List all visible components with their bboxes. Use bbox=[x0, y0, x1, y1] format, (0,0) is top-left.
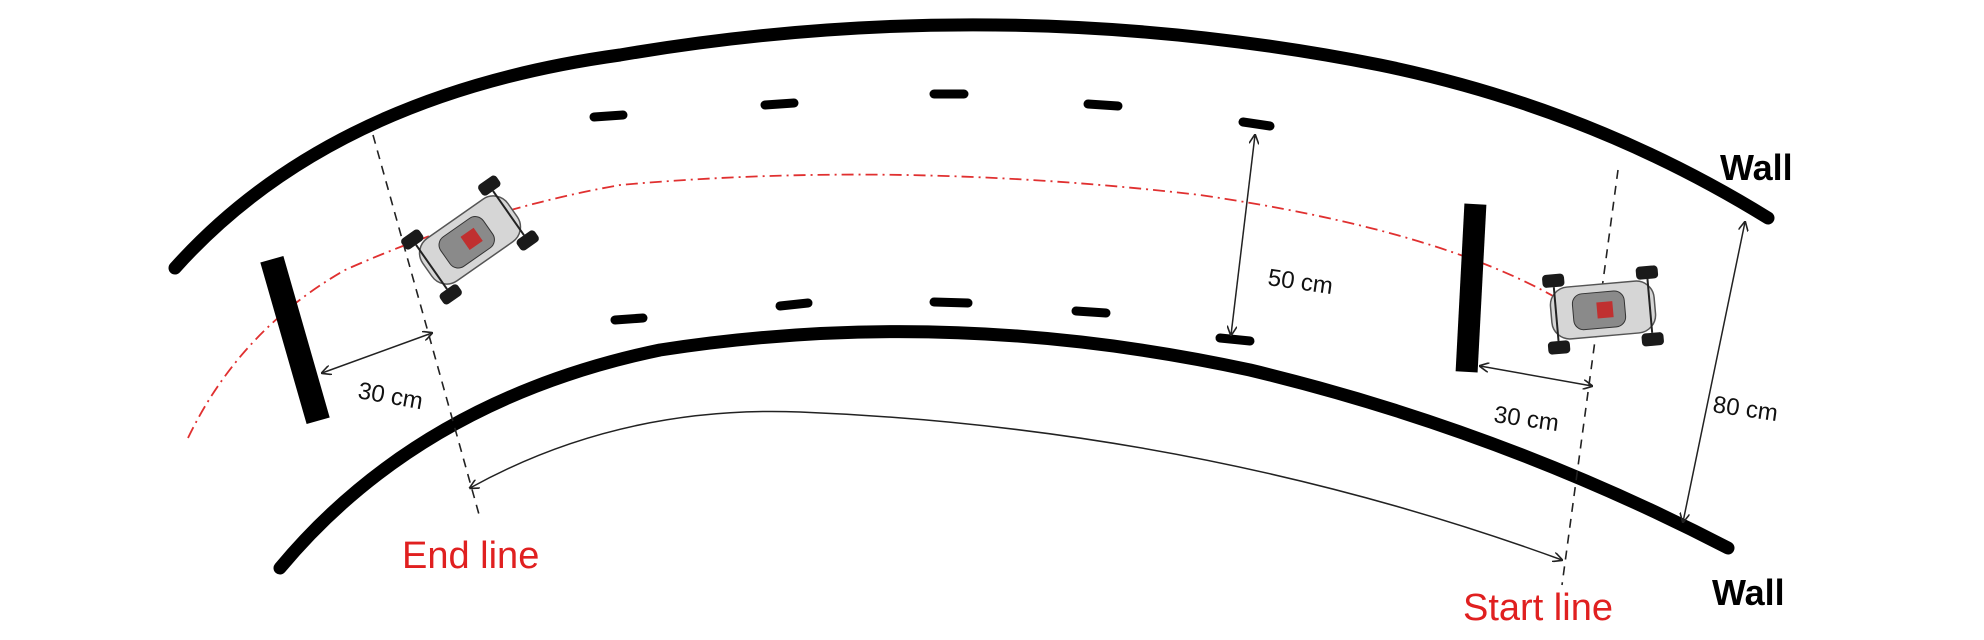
gap-right-label: 30 cm bbox=[1492, 401, 1560, 437]
lane-markings-upper bbox=[589, 89, 1275, 131]
wall-bottom-label: Wall bbox=[1712, 572, 1785, 613]
width-80-label: 80 cm bbox=[1711, 391, 1779, 427]
car-start-icon bbox=[1542, 265, 1664, 355]
width-50-arrow bbox=[1231, 135, 1255, 335]
inner-wall bbox=[273, 325, 1735, 575]
car-end-icon bbox=[401, 175, 539, 305]
end-line-marker bbox=[372, 134, 481, 519]
width-50-label: 50 cm bbox=[1266, 264, 1334, 300]
track-length-arrow bbox=[470, 410, 1562, 560]
start-line-label: Start line bbox=[1463, 587, 1613, 629]
gap-right-arrow bbox=[1480, 366, 1592, 386]
obstacle-left bbox=[260, 255, 330, 425]
gap-left-label: 30 cm bbox=[356, 377, 425, 415]
start-line-marker bbox=[1561, 169, 1619, 586]
planned-trajectory bbox=[187, 173, 1561, 439]
gap-left-arrow bbox=[322, 333, 432, 373]
wall-top-label: Wall bbox=[1720, 147, 1793, 188]
obstacle-right bbox=[1455, 203, 1487, 373]
end-line-label: End line bbox=[402, 535, 539, 577]
width-80-arrow bbox=[1683, 222, 1745, 522]
outer-wall bbox=[168, 18, 1775, 275]
lane-markings-lower bbox=[610, 297, 1255, 346]
